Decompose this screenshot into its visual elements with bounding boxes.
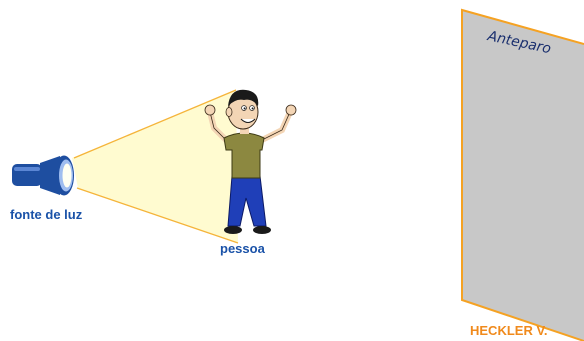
screen-panel <box>462 10 584 341</box>
author-credit: HECKLER V. <box>470 323 548 338</box>
person-label: pessoa <box>220 241 266 256</box>
light-source-label: fonte de luz <box>10 207 83 222</box>
flashlight-icon <box>12 156 74 196</box>
